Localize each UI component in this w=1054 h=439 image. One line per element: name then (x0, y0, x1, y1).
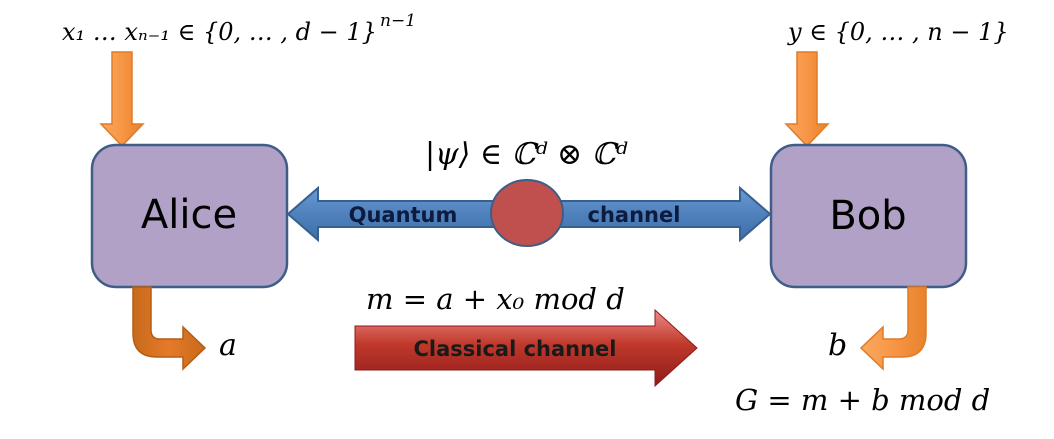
alice-input-label: x₁ … xₙ₋₁ ∈ {0, … , d − 1} (62, 18, 377, 46)
quantum-label-right: channel (588, 203, 681, 227)
quantum-state-label: |ψ⟩ ∈ ℂᵈ ⊗ ℂᵈ (425, 137, 628, 172)
classical-channel-label: Classical channel (413, 337, 616, 361)
bob-output-label: b (828, 328, 847, 363)
alice-box (90, 143, 289, 289)
quantum-label-left: Quantum (349, 203, 458, 227)
alice-label: Alice (141, 192, 237, 238)
alice-input-exponent: n−1 (380, 11, 416, 31)
bob-box (769, 143, 968, 289)
bob-label: Bob (829, 193, 906, 239)
alice-input-arrow (99, 51, 145, 148)
bob-input-arrow (784, 51, 830, 148)
alice-output-arrow (132, 286, 207, 371)
entangled-state-circle (490, 179, 564, 247)
bob-input-label: y ∈ {0, … , n − 1} (787, 18, 1009, 46)
bob-output-arrow (859, 286, 927, 371)
message-formula: m = a + x₀ mod d (366, 282, 625, 316)
guess-formula: G = m + b mod d (735, 383, 990, 417)
classical-channel-arrow (354, 308, 698, 388)
alice-output-label: a (219, 328, 237, 363)
